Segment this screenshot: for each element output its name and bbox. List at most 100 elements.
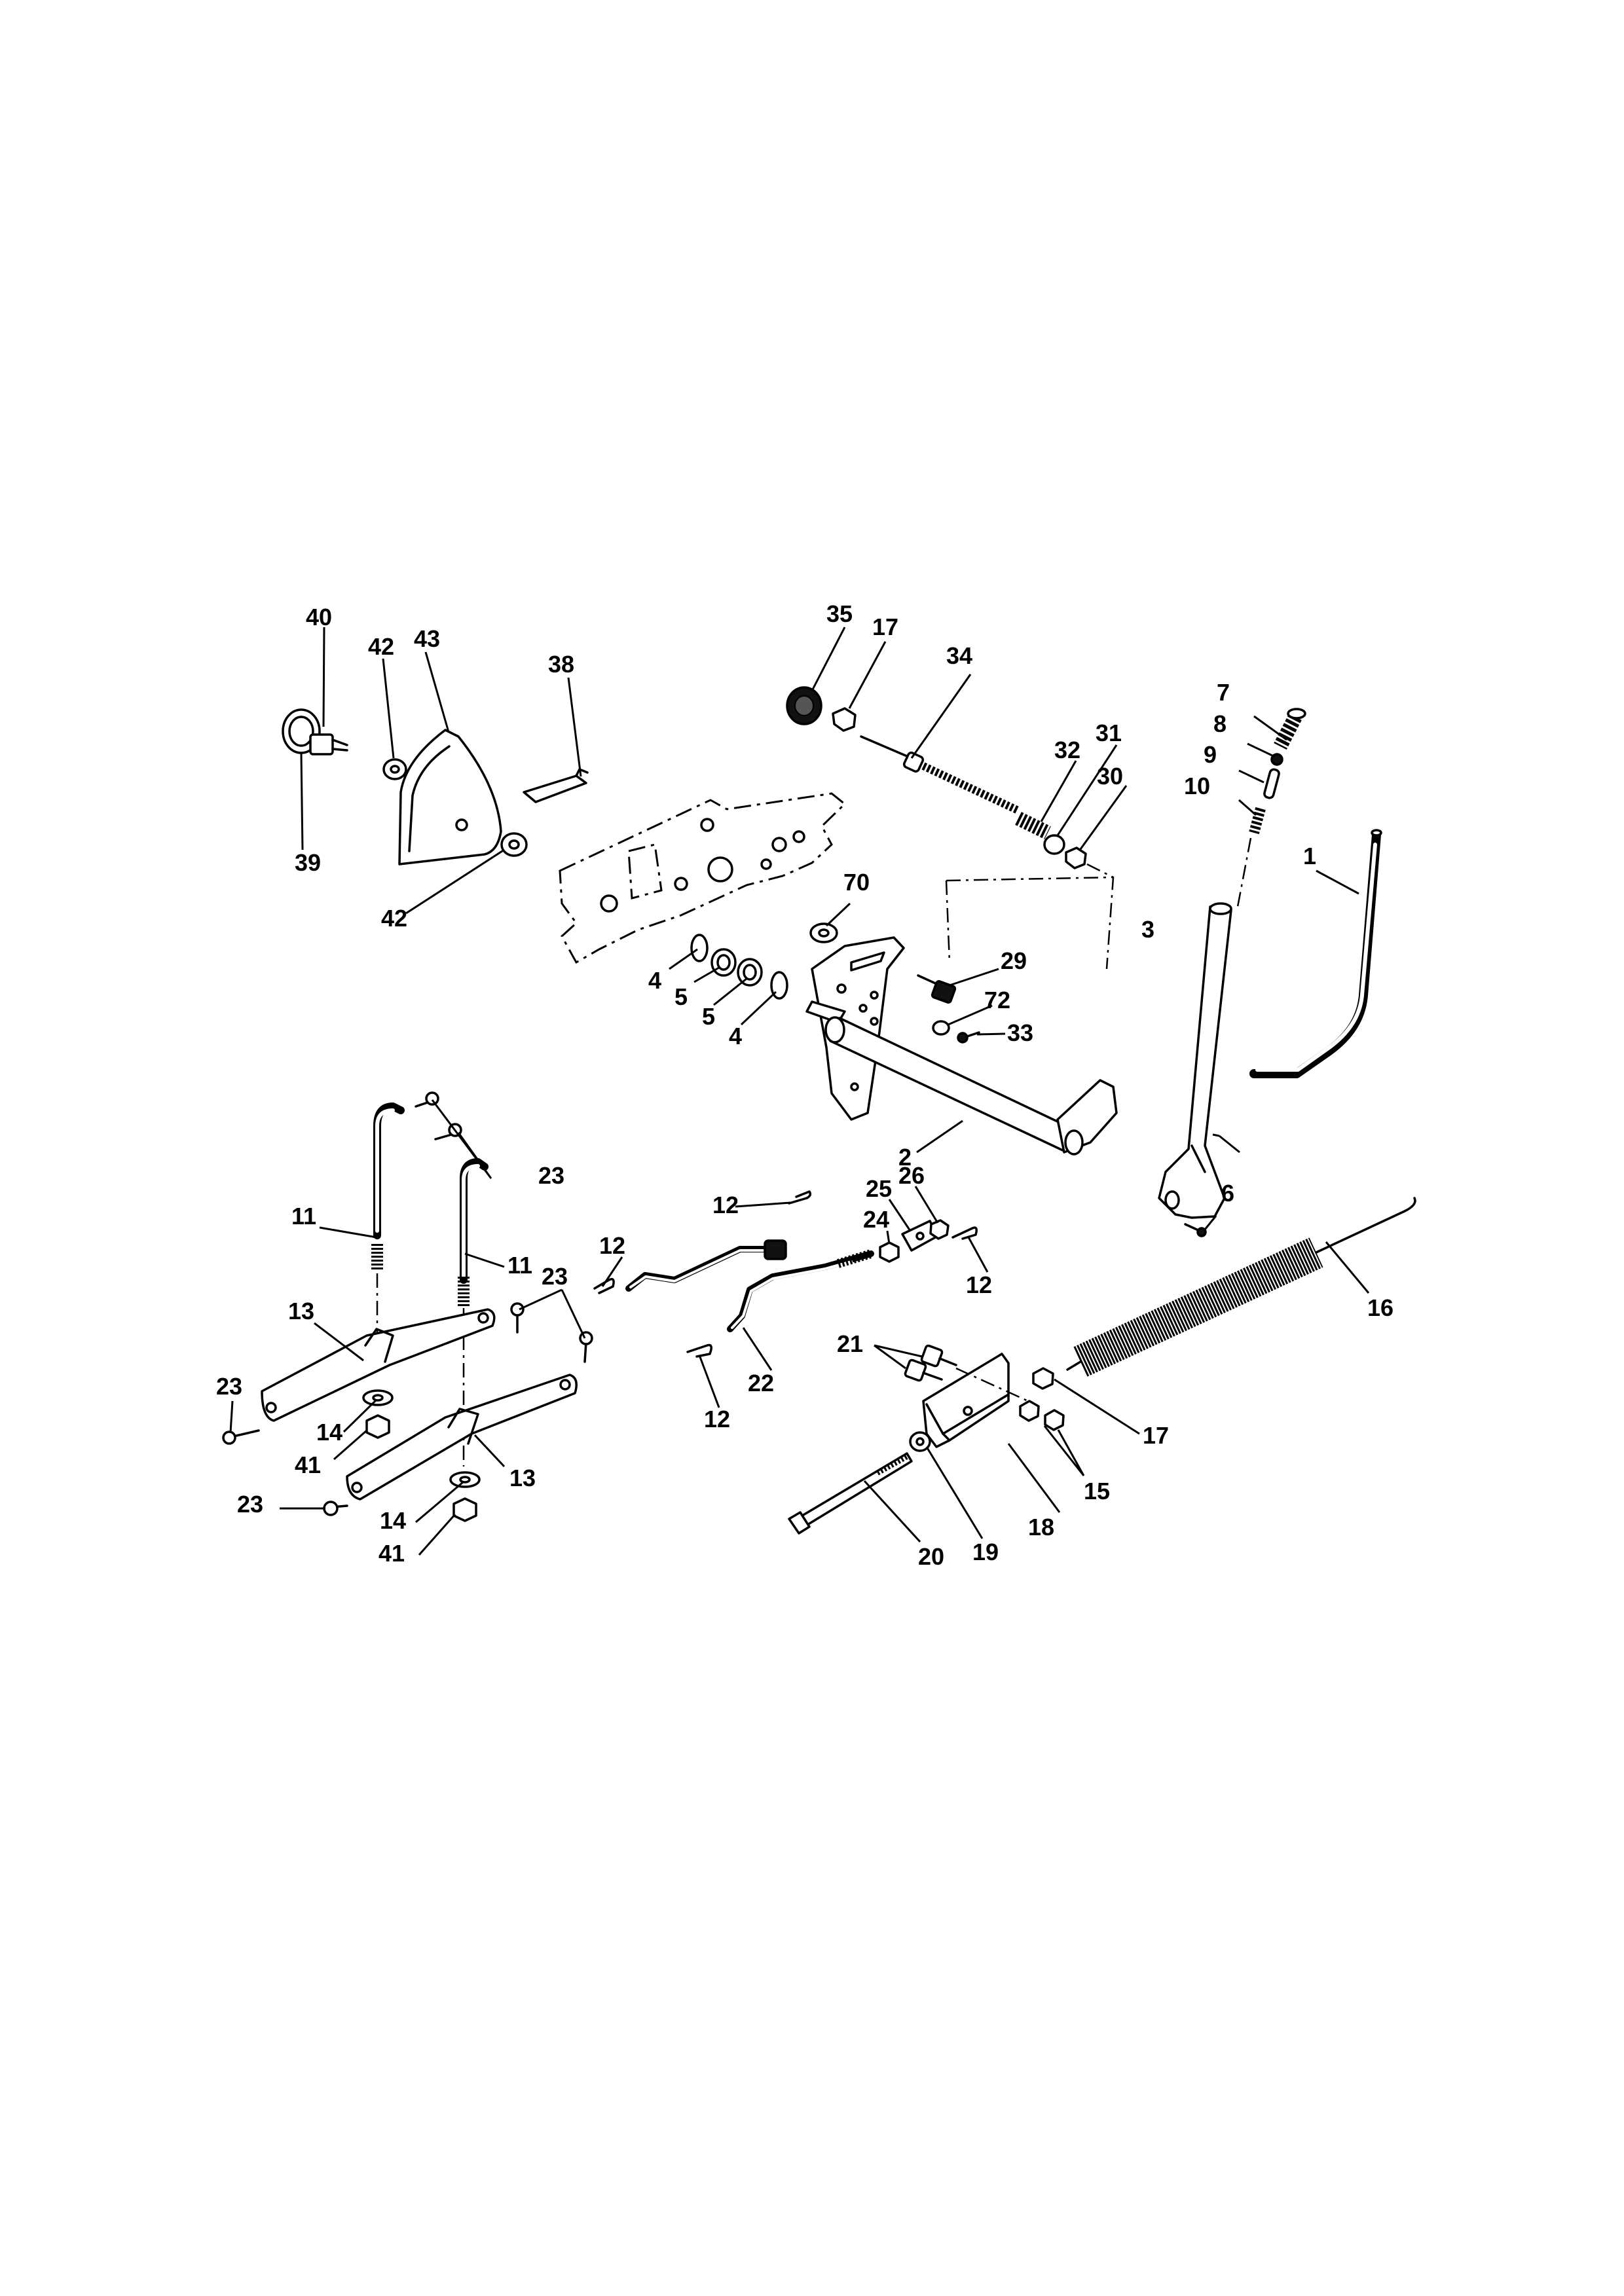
centerline-bolt	[955, 1367, 1029, 1402]
callout-12-top: 12	[712, 1192, 739, 1218]
link-rod-upper	[625, 1239, 787, 1292]
clip-23-mid-left	[510, 1302, 525, 1334]
clip-23-mid-right	[579, 1331, 593, 1363]
washer-70	[809, 922, 838, 943]
callout-8: 8	[1213, 710, 1227, 737]
callout-13-top: 13	[288, 1298, 314, 1324]
callout-5-right: 5	[702, 1003, 715, 1030]
trunnion-29	[917, 974, 957, 1004]
callout-39: 39	[295, 849, 321, 876]
callout-3: 3	[1141, 916, 1154, 943]
callout-72: 72	[984, 987, 1010, 1013]
washer-42-top	[382, 758, 407, 780]
centerline-lever	[1236, 837, 1252, 907]
clip-12-left	[593, 1278, 615, 1294]
callout-14-top: 14	[316, 1419, 342, 1446]
callout-32: 32	[1054, 737, 1080, 763]
clip-23-left	[222, 1429, 260, 1445]
callout-17-top: 17	[872, 613, 898, 640]
lever-3	[1158, 902, 1232, 1219]
callout-labels: 40 42 43 38 39 42 35 17 34 32 31 30 70 2…	[216, 600, 1393, 1570]
pin-9	[1263, 768, 1280, 799]
link-11-right	[458, 1158, 489, 1306]
nut-17-top	[832, 707, 857, 732]
nut-26	[929, 1219, 950, 1240]
callout-43: 43	[414, 625, 440, 652]
callout-42-top: 42	[368, 633, 394, 660]
callout-12-bottom: 12	[704, 1406, 730, 1432]
washer-5a	[710, 948, 737, 977]
washer-14-bottom	[449, 1471, 481, 1488]
callout-19: 19	[972, 1539, 999, 1565]
callout-35: 35	[826, 600, 853, 627]
spring-32	[1015, 812, 1051, 839]
clip-12-bottom	[686, 1343, 712, 1358]
callout-13-bottom: 13	[509, 1465, 536, 1491]
callout-11-left: 11	[291, 1203, 316, 1230]
screw-6	[1184, 1223, 1207, 1237]
callout-15: 15	[1084, 1478, 1110, 1504]
lift-arm-13-bottom	[346, 1374, 578, 1501]
plate-43	[398, 729, 502, 866]
callout-26: 26	[898, 1162, 925, 1189]
callout-21: 21	[837, 1330, 863, 1357]
callout-31: 31	[1096, 720, 1122, 746]
clip-12-right	[951, 1226, 978, 1240]
washer-14-top	[362, 1389, 394, 1406]
screw-33	[957, 1031, 980, 1044]
callout-23-bottom: 23	[237, 1491, 263, 1518]
clip-12-top	[788, 1190, 812, 1205]
bolt-21-top	[920, 1344, 957, 1368]
callout-10: 10	[1184, 773, 1210, 799]
nut-17-bottom	[1032, 1367, 1054, 1390]
callout-22: 22	[748, 1370, 774, 1396]
callout-14-bottom: 14	[380, 1507, 406, 1534]
callout-2: 2	[898, 1144, 912, 1171]
callout-5-left: 5	[674, 983, 688, 1010]
callout-30: 30	[1097, 763, 1123, 790]
callout-70: 70	[843, 869, 870, 896]
part-8	[1270, 753, 1283, 766]
callout-11-right: 11	[507, 1252, 532, 1279]
callout-25: 25	[866, 1175, 892, 1202]
callout-18: 18	[1028, 1514, 1054, 1540]
callout-12-right: 12	[966, 1271, 992, 1298]
callout-34: 34	[946, 642, 972, 669]
washer-72	[932, 1020, 950, 1036]
callout-38: 38	[548, 651, 574, 678]
washer-31	[1043, 834, 1065, 855]
bracket-38	[523, 768, 589, 803]
lift-arm-13-top	[261, 1308, 496, 1422]
callout-9: 9	[1204, 741, 1217, 768]
callout-41-bottom: 41	[378, 1540, 405, 1567]
callout-40: 40	[306, 604, 332, 630]
nut-24	[879, 1241, 900, 1263]
bolt-20	[788, 1452, 913, 1535]
callout-24: 24	[863, 1206, 889, 1233]
callout-33: 33	[1007, 1019, 1033, 1046]
knob-35	[786, 686, 822, 725]
callout-41-top: 41	[295, 1451, 321, 1478]
bracket-18	[922, 1353, 1010, 1448]
callout-4-left: 4	[648, 967, 661, 994]
centerline-bracket-2	[945, 880, 951, 963]
washer-19	[909, 1431, 931, 1452]
nut-15a	[1019, 1400, 1040, 1422]
leader-lines	[229, 627, 1370, 1556]
callout-20: 20	[918, 1543, 944, 1570]
knob-7	[1274, 708, 1306, 750]
washer-5b	[737, 958, 763, 987]
spring-10	[1249, 807, 1266, 835]
callout-7: 7	[1217, 679, 1230, 706]
centerline-rod	[1086, 863, 1115, 970]
nut-15b	[1044, 1409, 1065, 1431]
rod-1	[1249, 829, 1382, 1078]
callout-23-mid: 23	[542, 1263, 568, 1290]
washer-42-bottom	[500, 832, 528, 857]
callout-16: 16	[1367, 1294, 1393, 1321]
nut-30	[1065, 847, 1087, 869]
spacer-4a	[690, 934, 709, 962]
spring-16	[1066, 1197, 1416, 1377]
bolt-40	[309, 733, 348, 756]
